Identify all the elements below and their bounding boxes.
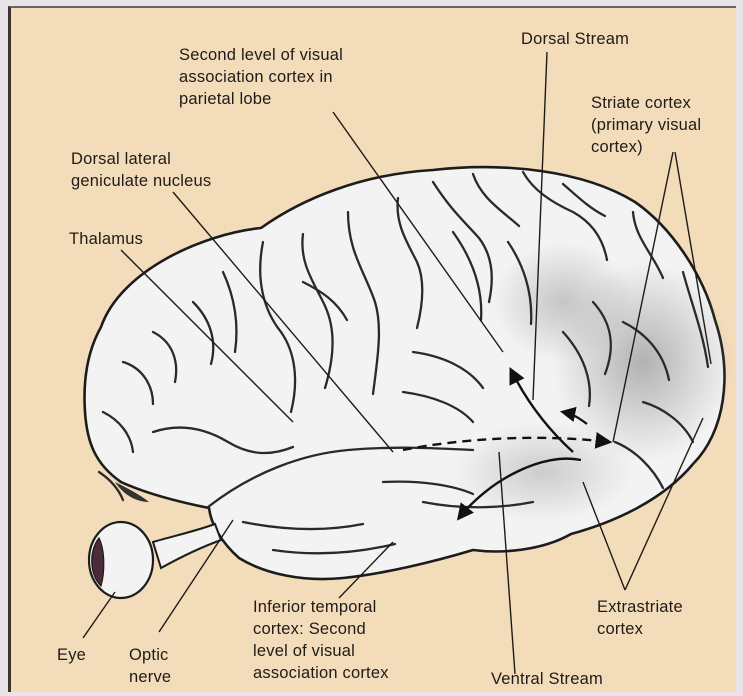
label-ventral-stream: Ventral Stream bbox=[491, 668, 603, 690]
label-optic-nerve: Optic nerve bbox=[129, 644, 171, 688]
label-second-level-parietal: Second level of visual association corte… bbox=[179, 44, 343, 110]
label-dorsal-stream: Dorsal Stream bbox=[521, 28, 629, 50]
label-striate-cortex: Striate cortex (primary visual cortex) bbox=[591, 92, 701, 158]
label-eye: Eye bbox=[57, 644, 86, 666]
figure-frame: Second level of visual association corte… bbox=[8, 6, 736, 692]
label-extrastriate: Extrastriate cortex bbox=[597, 596, 683, 640]
optic-nerve-shape bbox=[153, 524, 221, 568]
label-lgn: Dorsal lateral geniculate nucleus bbox=[71, 148, 211, 192]
label-inferior-temporal: Inferior temporal cortex: Second level o… bbox=[253, 596, 389, 684]
label-thalamus: Thalamus bbox=[69, 228, 143, 250]
parietal-shading bbox=[493, 242, 633, 362]
